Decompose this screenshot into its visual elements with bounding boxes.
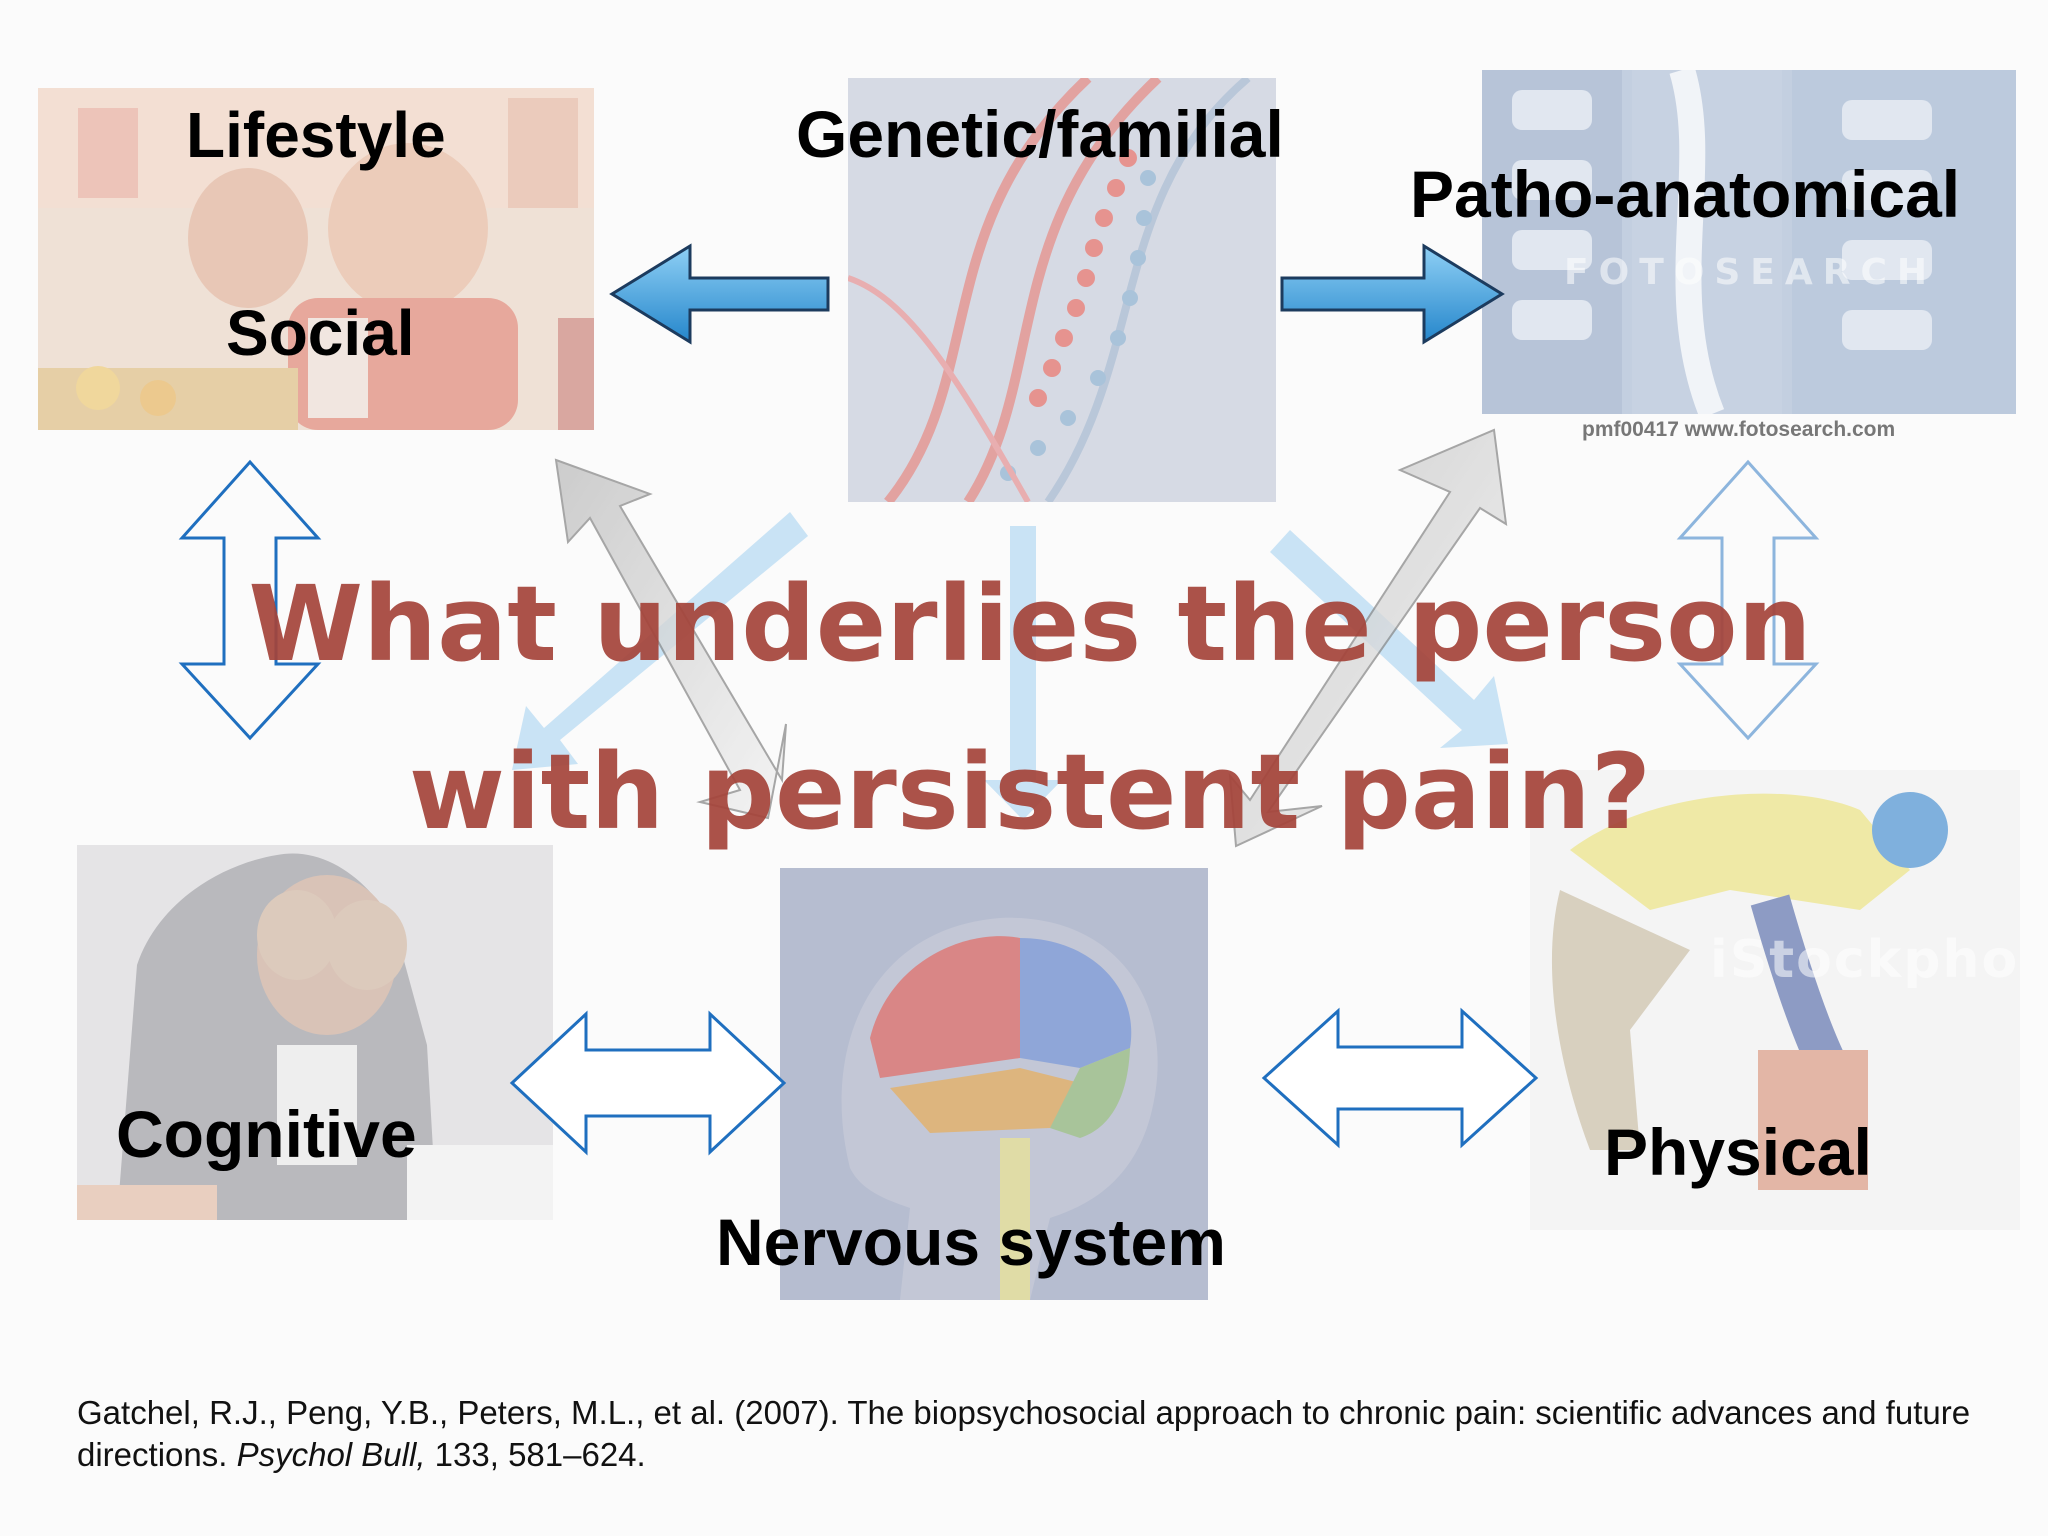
lifestyle-social-photo <box>38 88 594 430</box>
nervous-system-label: Nervous system <box>716 1205 1226 1279</box>
right-arrow-icon <box>1280 243 1505 345</box>
patho-anatomical-label: Patho-anatomical <box>1410 157 1961 231</box>
physical-label: Physical <box>1604 1115 1872 1189</box>
citation-journal: Psychol Bull, <box>236 1436 426 1473</box>
lifestyle-label: Lifestyle <box>186 99 446 171</box>
double-arrow-icon <box>178 459 322 741</box>
brain-photo <box>780 868 1208 1300</box>
spine-mri-photo: FOTOSEARCH <box>1482 70 2016 414</box>
diagonal-arrow-icon <box>554 428 1508 848</box>
question-line-1: What underlies the person <box>248 563 1812 685</box>
double-arrow-icon <box>509 1010 787 1156</box>
citation-details: 133, 581–624. <box>434 1436 646 1473</box>
physical-photo: iStockphoto <box>1530 770 2020 1230</box>
fotosearch-caption: pmf00417 www.fotosearch.com <box>1582 418 1896 441</box>
citation: Gatchel, R.J., Peng, Y.B., Peters, M.L.,… <box>77 1392 1997 1476</box>
genetic-label: Genetic/familial <box>796 97 1284 171</box>
double-arrow-icon <box>1676 459 1820 741</box>
dna-photo <box>848 78 1276 502</box>
cognitive-photo <box>77 845 553 1220</box>
social-label: Social <box>226 297 415 369</box>
double-arrow-icon <box>1261 1007 1539 1149</box>
istock-watermark: iStockphoto <box>1710 930 2020 990</box>
question-line-2: with persistent pain? <box>408 731 1652 853</box>
citation-authors: Gatchel, R.J., Peng, Y.B., Peters, M.L.,… <box>77 1394 1971 1473</box>
left-arrow-icon <box>609 243 830 345</box>
cognitive-label: Cognitive <box>116 1097 417 1171</box>
fotosearch-watermark: FOTOSEARCH <box>1564 252 1938 293</box>
central-question: What underlies the person with persisten… <box>180 540 1880 876</box>
